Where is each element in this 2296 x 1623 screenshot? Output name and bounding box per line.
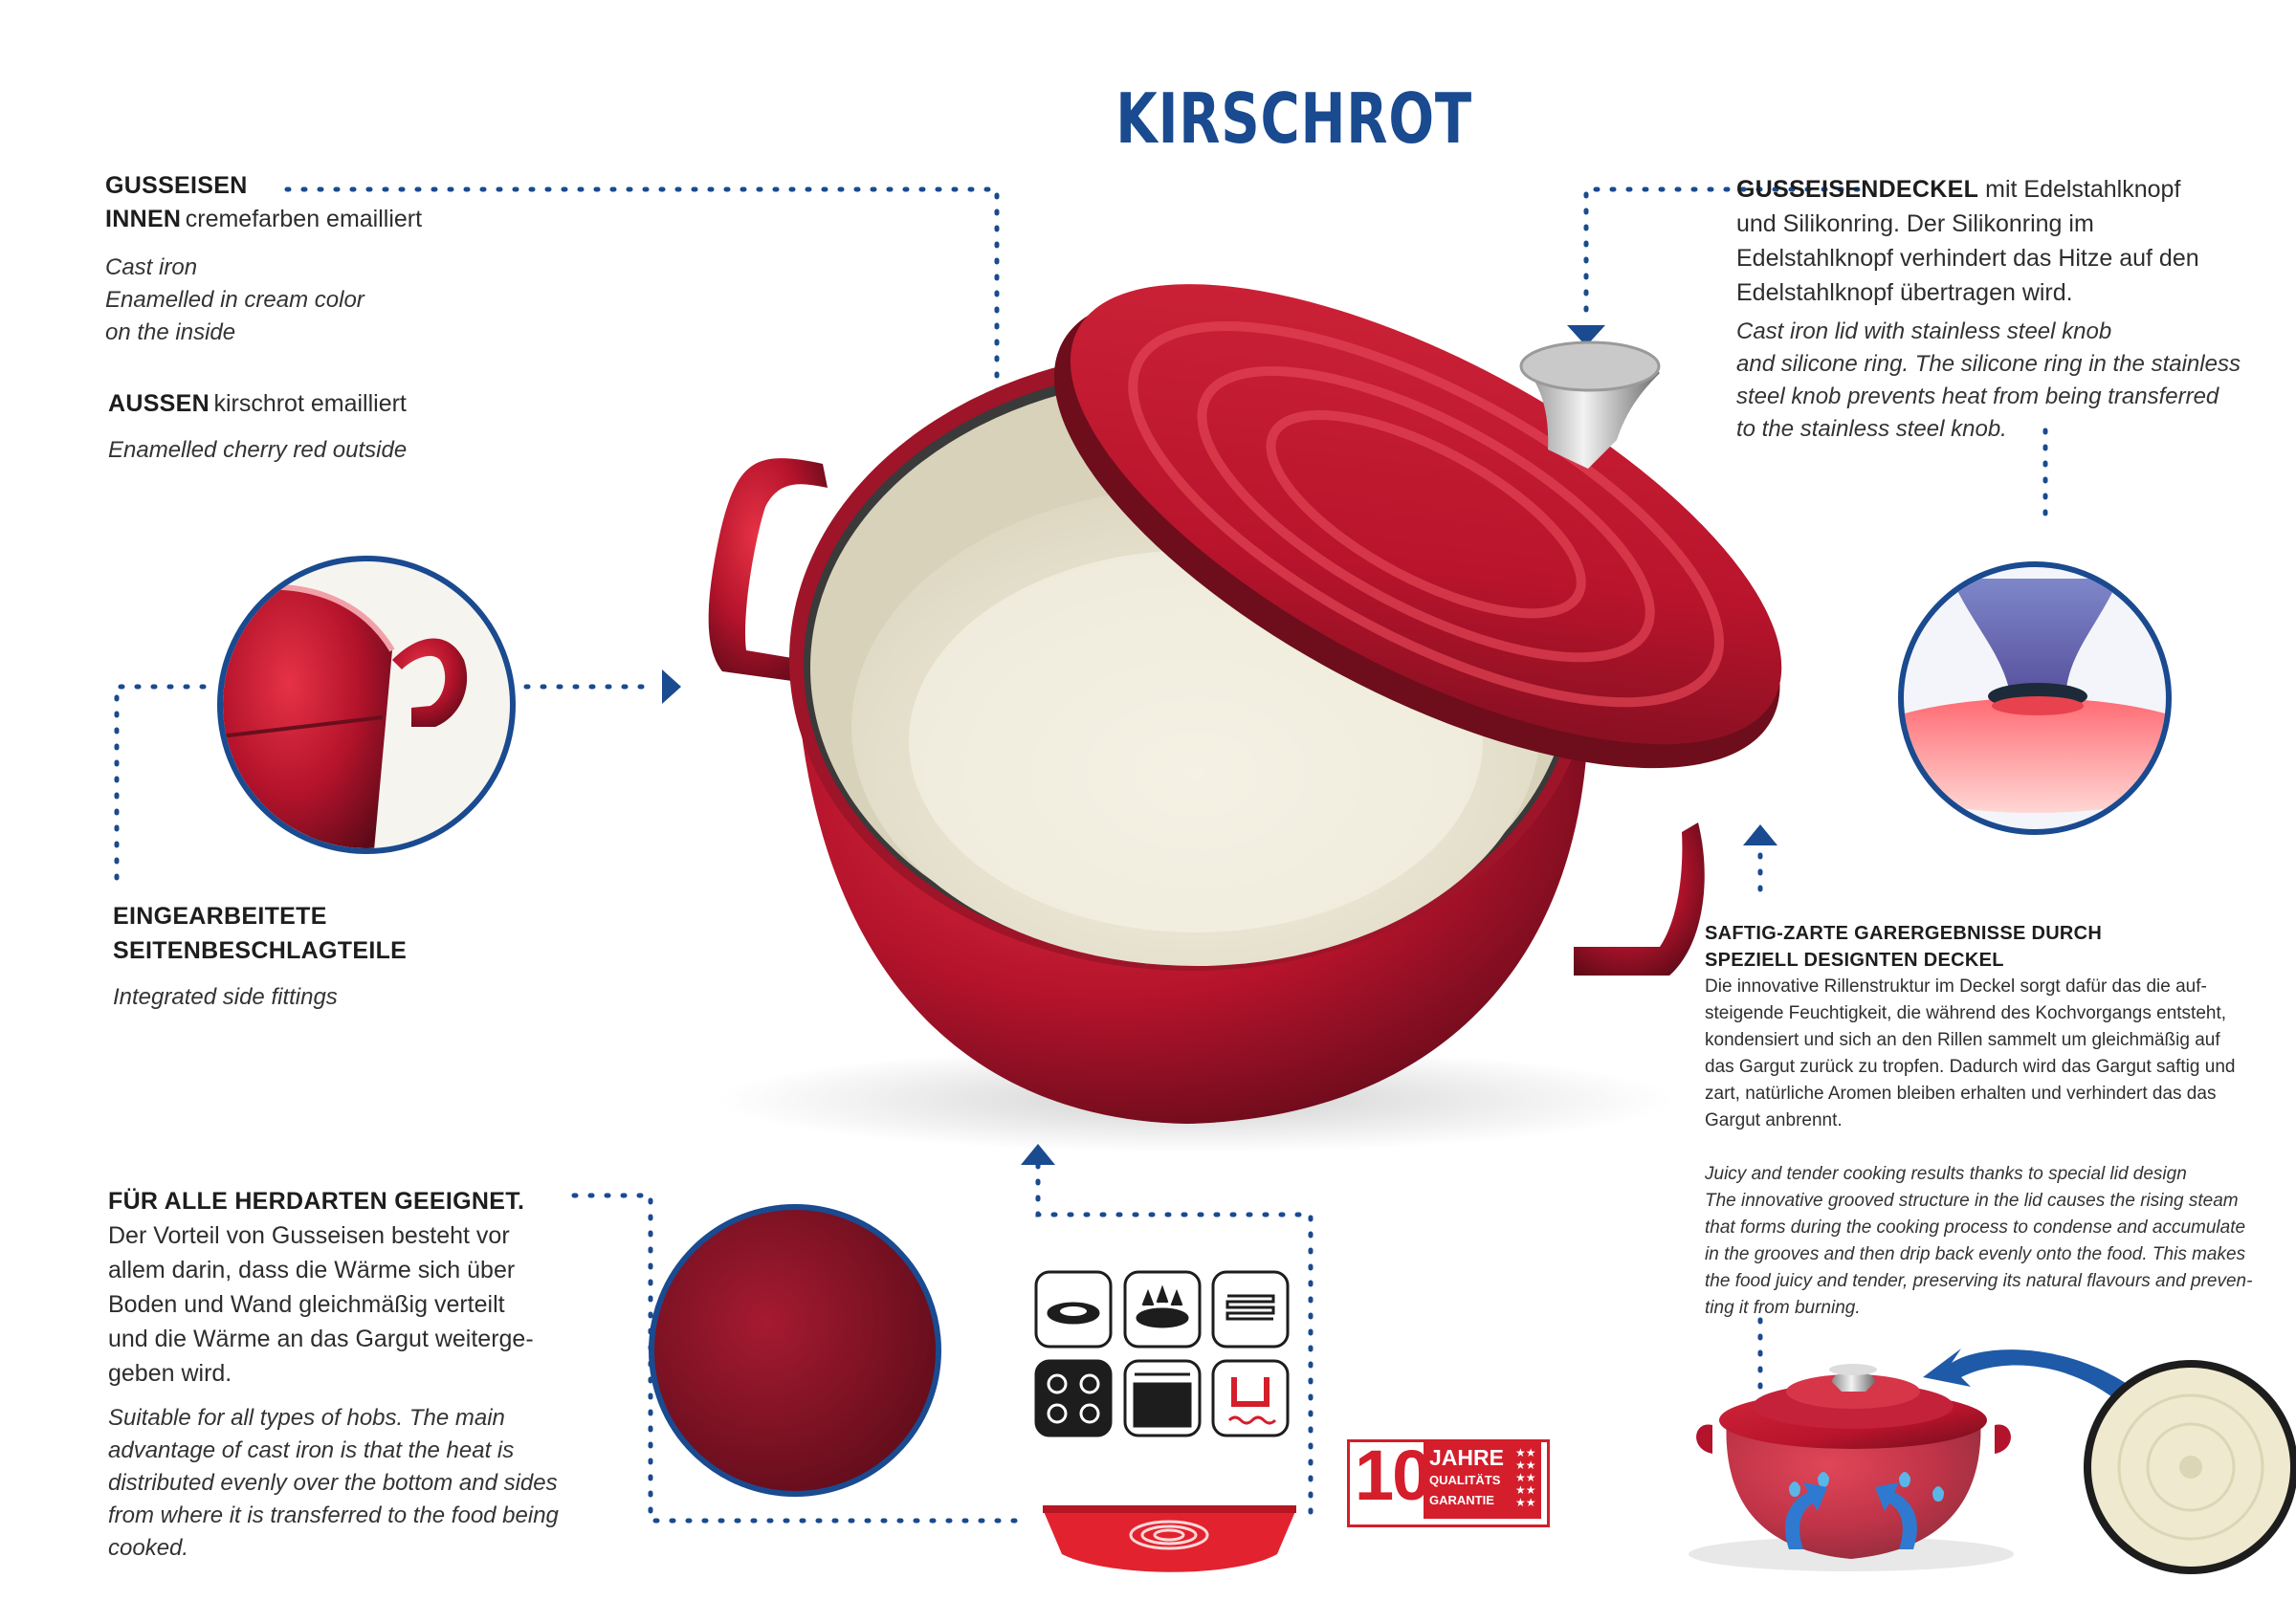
warranty-line-3: GARANTIE <box>1429 1493 1494 1507</box>
knob-detail-circle <box>1898 561 2172 835</box>
design-de-line: kondensiert und sich an den Rillen samme… <box>1705 1030 2220 1050</box>
design-en-line: the food juicy and tender, preserving it… <box>1705 1271 2253 1291</box>
inner-en-line: on the inside <box>105 319 236 345</box>
inner-label-2: INNEN <box>105 206 182 232</box>
hobs-de-line: Der Vorteil von Gusseisen besteht vor <box>108 1222 510 1249</box>
inner-enamel-block: GUSSEISEN INNEN cremefarben emailliert C… <box>105 172 641 349</box>
hobs-de-line: allem darin, dass die Wärme sich über <box>108 1257 516 1283</box>
design-label-1: SAFTIG-ZARTE GARERGEBNISSE DURCH <box>1705 923 2103 944</box>
enamel-detail-circle <box>649 1204 941 1497</box>
outer-de-text: kirschrot emailliert <box>213 390 407 417</box>
hobs-en-line: cooked. <box>108 1535 189 1561</box>
induction-hob-icon <box>1034 1359 1113 1437</box>
lid-de-line: und Silikonring. Der Silikonring im <box>1736 210 2094 237</box>
fittings-label-2: SEITENBESCHLAGTEILE <box>113 937 408 964</box>
warranty-seal-band <box>1424 1442 1541 1519</box>
hobs-en-line: Suitable for all types of hobs. The main <box>108 1405 505 1431</box>
induction-base-plate <box>1043 1505 1296 1572</box>
hob-icons-grid <box>1034 1270 1290 1437</box>
steam-pot-illustration <box>1689 1349 2138 1571</box>
inner-de-text: cremefarben emailliert <box>185 206 423 232</box>
design-en-line: that forms during the cooking process to… <box>1705 1217 2246 1238</box>
lid-de-line: mit Edelstahlknopf <box>1985 176 2181 203</box>
inner-en-line: Enamelled in cream color <box>105 287 364 313</box>
lid-block: GUSSEISENDECKEL mit Edelstahlknopf und S… <box>1736 172 2272 446</box>
lid-en-line: Cast iron lid with stainless steel knob <box>1736 318 2112 344</box>
lid-en-line: steel knob prevents heat from being tran… <box>1736 384 2219 409</box>
outer-enamel-block: AUSSEN kirschrot emailliert Enamelled ch… <box>108 386 644 467</box>
hobs-block: FÜR ALLE HERDARTEN GEEIGNET. Der Vorteil… <box>108 1184 644 1565</box>
lid-design-block: SAFTIG-ZARTE GARERGEBNISSE DURCH SPEZIEL… <box>1705 920 2288 1322</box>
inner-label-1: GUSSEISEN <box>105 172 248 199</box>
hobs-en-line: distributed evenly over the bottom and s… <box>108 1470 558 1496</box>
hobs-de-line: Boden und Wand gleichmäßig verteilt <box>108 1291 505 1318</box>
warranty-stars: ★★★★★★★★★★ <box>1515 1446 1536 1509</box>
hobs-en-line: from where it is transferred to the food… <box>108 1502 559 1528</box>
design-en-line: in the grooves and then drip back evenly… <box>1705 1244 2246 1264</box>
hobs-label: FÜR ALLE HERDARTEN GEEIGNET. <box>108 1188 525 1215</box>
hobs-de-line: geben wird. <box>108 1360 232 1387</box>
design-de-line: steigende Feuchtigkeit, die während des … <box>1705 1003 2227 1023</box>
lid-inside-detail-circle <box>2084 1360 2296 1574</box>
outer-en-text: Enamelled cherry red outside <box>108 437 408 463</box>
lid-illustration <box>1053 284 1782 769</box>
warranty-years: 10 <box>1355 1436 1431 1515</box>
design-de-line: das Gargut zurück zu tropfen. Dadurch wi… <box>1705 1057 2236 1077</box>
gas-burner-icon <box>1123 1270 1202 1349</box>
design-de-line: zart, natürliche Aromen bleiben erhalten… <box>1705 1084 2217 1104</box>
inner-en-line: Cast iron <box>105 254 198 280</box>
design-de-line: Die innovative Rillenstruktur im Deckel … <box>1705 976 2207 997</box>
design-en-line: ting it from burning. <box>1705 1298 1861 1318</box>
handle-detail-circle <box>217 556 516 854</box>
hobs-de-line: und die Wärme an das Gargut weiterge- <box>108 1326 534 1352</box>
ceramic-hob-icon <box>1034 1270 1113 1349</box>
fittings-en-text: Integrated side fittings <box>113 984 338 1010</box>
fittings-block: EINGEARBEITETE SEITENBESCHLAGTEILE Integ… <box>113 899 649 1014</box>
warranty-line-2: QUALITÄTS <box>1429 1473 1501 1487</box>
lid-de-line: Edelstahlknopf verhindert das Hitze auf … <box>1736 245 2199 272</box>
design-en-line: The innovative grooved structure in the … <box>1705 1191 2239 1211</box>
outer-label: AUSSEN <box>108 390 210 417</box>
design-en-line: Juicy and tender cooking results thanks … <box>1705 1164 2187 1184</box>
lid-en-line: and silicone ring. The silicone ring in … <box>1736 351 2241 377</box>
oven-icon <box>1123 1359 1202 1437</box>
fittings-label-1: EINGEARBEITETE <box>113 903 327 930</box>
hobs-en-line: advantage of cast iron is that the heat … <box>108 1437 515 1463</box>
lid-en-line: to the stainless steel knob. <box>1736 416 2007 442</box>
warranty-line-1: JAHRE <box>1429 1445 1504 1470</box>
design-label-2: SPEZIELL DESIGNTEN DECKEL <box>1705 950 2004 971</box>
lid-de-line: Edelstahlknopf übertragen wird. <box>1736 279 2073 306</box>
lid-label: GUSSEISENDECKEL <box>1736 176 1979 203</box>
design-de-line: Gargut anbrennt. <box>1705 1110 1843 1130</box>
induction-magnet-icon <box>1211 1359 1290 1437</box>
electric-coil-icon <box>1211 1270 1290 1349</box>
